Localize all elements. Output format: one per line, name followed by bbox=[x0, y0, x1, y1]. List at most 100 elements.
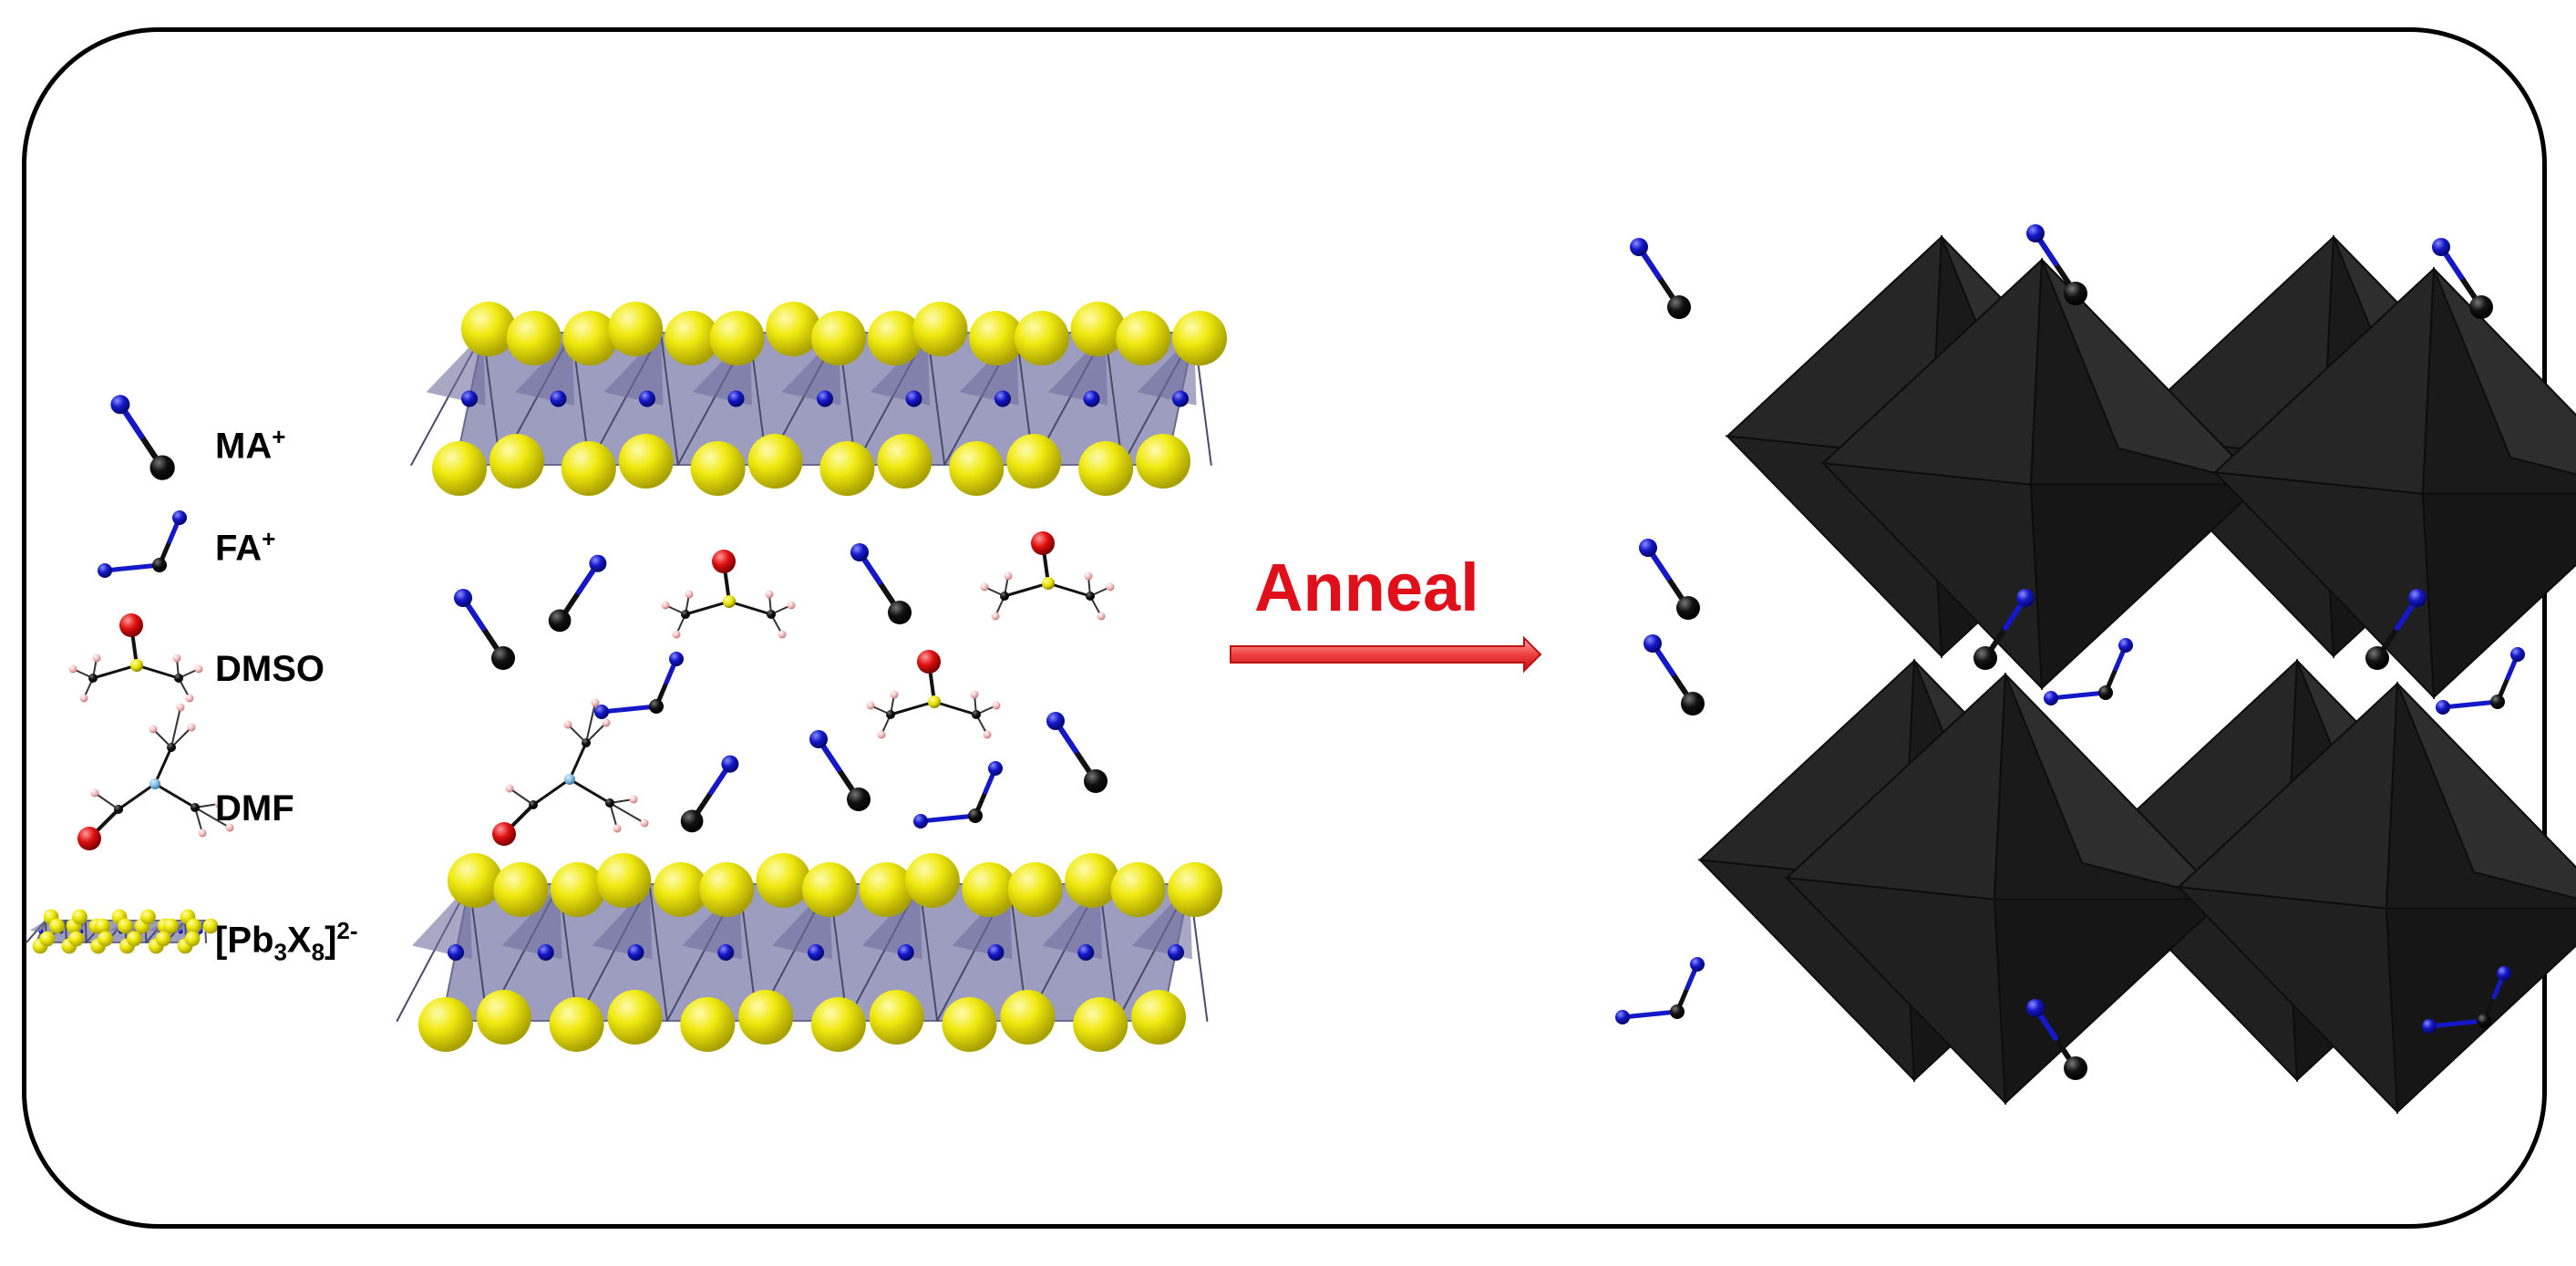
hydrogen-atom bbox=[613, 824, 622, 833]
nitrogen-atom bbox=[1643, 634, 1662, 653]
oxygen-atom bbox=[119, 613, 143, 637]
nitrogen-atom bbox=[2026, 224, 2045, 242]
bond bbox=[194, 807, 231, 829]
carbon-atom bbox=[1681, 692, 1705, 715]
hydrogen-atom bbox=[185, 694, 194, 703]
oxygen-atom bbox=[712, 550, 736, 573]
legend-icons bbox=[26, 395, 234, 954]
halide-atom bbox=[432, 441, 487, 496]
pb3x8-layer-bottom bbox=[396, 853, 1222, 1052]
lead-atom bbox=[817, 390, 833, 407]
carbon-atom bbox=[649, 699, 664, 714]
ma-cation bbox=[110, 395, 175, 480]
halide-atom bbox=[550, 862, 605, 917]
sulfur-atom bbox=[130, 659, 143, 672]
fa-cation bbox=[98, 510, 187, 578]
halide-atom bbox=[1136, 434, 1190, 489]
ma-cation bbox=[2026, 999, 2087, 1080]
carbon-atom bbox=[680, 809, 704, 833]
octa-face bbox=[1784, 876, 2007, 1106]
nitrogen-atom bbox=[172, 510, 187, 525]
halide-atom bbox=[1168, 862, 1222, 917]
hydrogen-atom bbox=[1106, 582, 1115, 592]
layer-slab bbox=[26, 909, 219, 954]
halide-atom bbox=[493, 862, 549, 917]
sulfur-atom bbox=[928, 695, 941, 708]
layer-slab bbox=[396, 853, 1222, 1052]
legend-ma-label: MA+ bbox=[215, 423, 286, 467]
halide-atom bbox=[126, 931, 142, 947]
ma-cation bbox=[2026, 224, 2087, 305]
fa-cation bbox=[1615, 957, 1705, 1024]
halide-atom bbox=[680, 997, 736, 1052]
perovskite-cations bbox=[1615, 224, 2525, 1080]
diagram-frame bbox=[22, 27, 2547, 1229]
bond bbox=[585, 722, 607, 744]
carbon-atom bbox=[1676, 596, 1700, 620]
oxygen-atom bbox=[77, 827, 101, 850]
carbon-atom bbox=[2469, 295, 2493, 319]
halide-atom bbox=[461, 302, 516, 356]
bond bbox=[1003, 582, 1050, 598]
nitrogen-atom bbox=[564, 774, 575, 785]
lead-atom bbox=[987, 944, 1005, 961]
oxygen-atom bbox=[1031, 531, 1055, 555]
halide-atom bbox=[418, 997, 473, 1052]
nitrogen-atom bbox=[913, 814, 928, 829]
halide-atom bbox=[1007, 862, 1063, 917]
carbon-atom bbox=[152, 558, 167, 572]
hydrogen-atom bbox=[877, 730, 886, 739]
hydrogen-atom bbox=[172, 654, 181, 663]
nitrogen-atom bbox=[110, 395, 130, 415]
carbon-atom bbox=[847, 787, 871, 811]
halide-atom bbox=[942, 997, 997, 1052]
halide-atom bbox=[859, 862, 914, 917]
bond bbox=[117, 782, 157, 811]
bond bbox=[660, 332, 679, 466]
halide-atom bbox=[561, 441, 616, 496]
halide-atom bbox=[969, 311, 1025, 365]
nitrogen-atom bbox=[2044, 691, 2058, 705]
ma-cation bbox=[1643, 634, 1705, 715]
dmso-molecule bbox=[661, 550, 796, 639]
hydrogen-atom bbox=[602, 718, 611, 727]
hydrogen-atom bbox=[991, 612, 1000, 621]
bond bbox=[531, 777, 572, 807]
octahedron bbox=[2212, 266, 2576, 700]
ma-cation bbox=[680, 755, 739, 833]
halide-atom bbox=[819, 441, 875, 496]
nitrogen-atom bbox=[2436, 700, 2450, 715]
octa-face bbox=[29, 921, 46, 933]
halide-atom bbox=[1116, 311, 1171, 365]
nitrogen-atom bbox=[98, 563, 112, 578]
hydrogen-atom bbox=[629, 795, 638, 804]
oxygen-atom bbox=[917, 650, 941, 674]
hydrogen-atom bbox=[890, 690, 899, 699]
halide-atom bbox=[756, 853, 811, 908]
octa-face bbox=[2212, 470, 2436, 700]
halide-atom bbox=[608, 302, 664, 356]
hydrogen-atom bbox=[640, 818, 649, 828]
anneal-label: Anneal bbox=[1254, 550, 1479, 625]
fa-cation bbox=[913, 761, 1003, 829]
legend-fa-label: FA+ bbox=[215, 525, 276, 569]
octa-face bbox=[2029, 483, 2263, 691]
halide-atom bbox=[1006, 434, 1062, 489]
bond bbox=[568, 777, 612, 805]
nitrogen-atom bbox=[669, 652, 684, 666]
bond bbox=[926, 332, 946, 466]
dmf-molecule bbox=[492, 698, 649, 846]
lead-atom bbox=[1168, 944, 1184, 961]
halide-atom bbox=[747, 434, 803, 489]
halide-atom bbox=[802, 862, 857, 917]
halide-atom bbox=[98, 931, 113, 947]
intercalated-molecules bbox=[454, 531, 1115, 846]
hydrogen-atom bbox=[92, 654, 101, 663]
legend-pb-cluster-label: [Pb3X8]2- bbox=[215, 917, 358, 966]
halide-atom bbox=[1000, 990, 1056, 1045]
halide-atom bbox=[810, 997, 866, 1052]
nitrogen-atom bbox=[1639, 539, 1657, 557]
carbon-atom bbox=[1670, 1004, 1685, 1019]
lead-atom bbox=[448, 944, 464, 961]
